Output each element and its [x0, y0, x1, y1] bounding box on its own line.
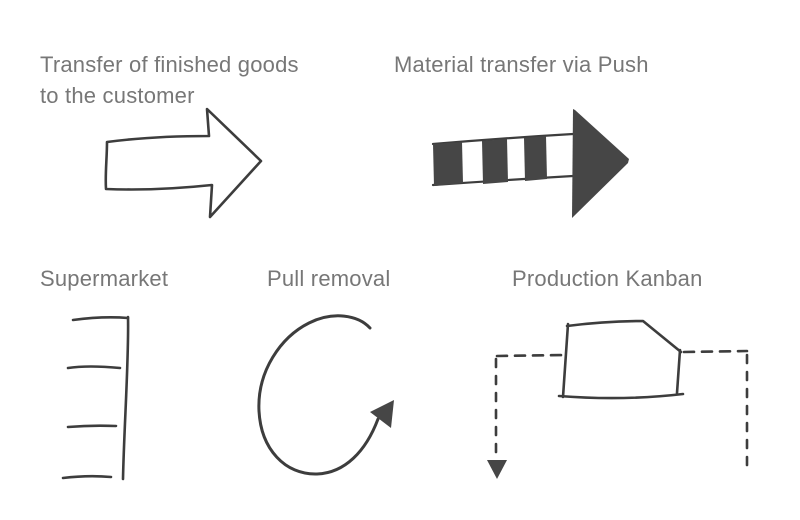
kanban-label: Production Kanban	[512, 266, 703, 291]
finished-goods-label: Transfer of finished goods to the custom…	[40, 49, 299, 111]
supermarket-label: Supermarket	[40, 266, 169, 291]
striped-arrow-right-icon	[425, 100, 640, 225]
dashed-kanban-path-icon	[483, 295, 763, 487]
push-label: Material transfer via Push	[394, 52, 649, 77]
supermarket-shelves-icon	[58, 308, 140, 488]
pull-label: Pull removal	[267, 266, 391, 291]
finished-goods-label-line2: to the customer	[40, 83, 195, 108]
curved-pull-arrow-icon	[245, 303, 407, 485]
finished-goods-label-line1: Transfer of finished goods	[40, 52, 299, 77]
outline-arrow-right-icon	[98, 103, 270, 225]
